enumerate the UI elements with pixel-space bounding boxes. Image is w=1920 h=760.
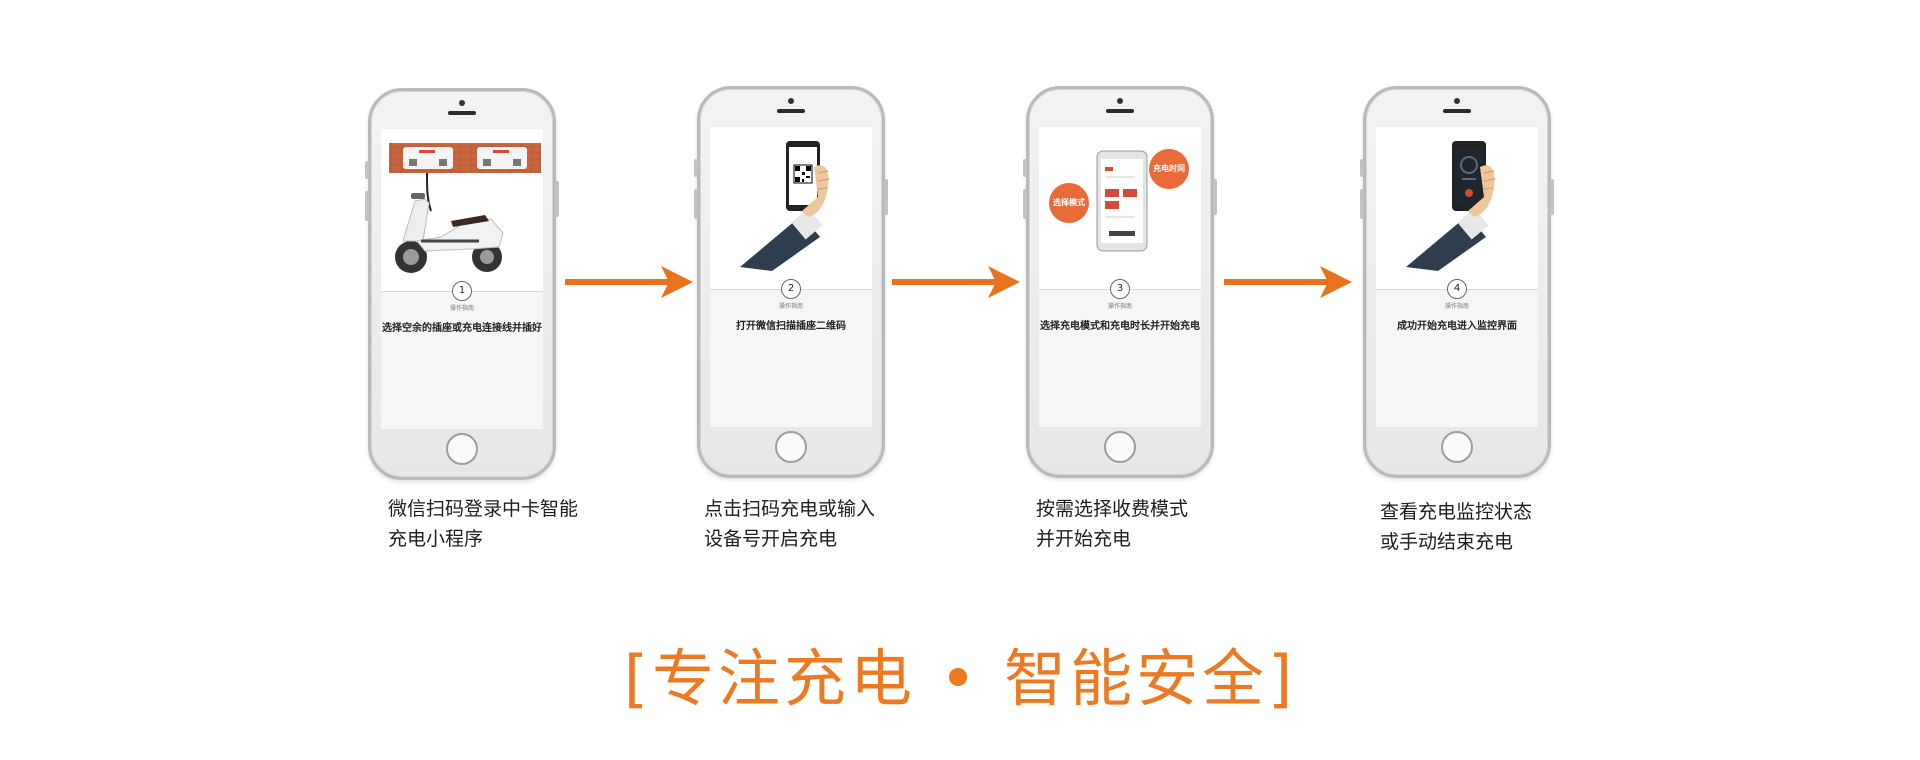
- step-caption-3: 按需选择收费模式 并开始充电: [1036, 494, 1188, 554]
- arrow-right-icon: [1224, 266, 1352, 298]
- charging-mode-illustration: 选择模式 充电时间: [1039, 127, 1201, 289]
- side-button: [1023, 159, 1027, 177]
- step-caption-2: 点击扫码充电或输入 设备号开启充电: [704, 494, 875, 554]
- phone-step-3: 选择模式 充电时间 3 操作指南 选择充电模式和充电时长并开始充电: [1023, 86, 1217, 478]
- speech-bubble-icon: 选择模式: [1049, 183, 1089, 223]
- scooter-illustration: [381, 129, 543, 291]
- phone-screen: 4 操作指南 成功开始充电进入监控界面: [1376, 127, 1538, 427]
- hand-phone-illustration: [1376, 127, 1538, 289]
- step-caption-1: 微信扫码登录中卡智能 充电小程序: [388, 494, 578, 554]
- phone-screen: 2 操作指南 打开微信扫描插座二维码: [710, 127, 872, 427]
- arrow-right-icon: [892, 266, 1020, 298]
- step-sub-label: 操作指南: [449, 305, 474, 312]
- camera-dot: [459, 100, 465, 106]
- step-number-badge: 1: [452, 281, 472, 301]
- caption-line: 按需选择收费模式: [1036, 498, 1189, 520]
- scooter-icon: [395, 193, 504, 273]
- step-screen-title: 选择空余的插座或充电连接线并插好: [382, 323, 542, 334]
- step-number-badge: 2: [781, 279, 801, 299]
- step-screen-title: 成功开始充电进入监控界面: [1397, 321, 1517, 332]
- step-number-badge: 3: [1110, 279, 1130, 299]
- phone-screen: 选择模式 充电时间 3 操作指南 选择充电模式和充电时长并开始充电: [1039, 127, 1201, 427]
- side-button: [694, 159, 698, 177]
- home-button: [446, 433, 478, 465]
- camera-dot: [788, 98, 794, 104]
- speaker-slot: [1106, 109, 1134, 113]
- step-sub-label: 操作指南: [778, 303, 803, 310]
- caption-line: 并开始充电: [1036, 528, 1132, 550]
- step-screen-title: 打开微信扫描插座二维码: [736, 321, 846, 332]
- bubble-mode-label: 选择模式: [1053, 198, 1085, 207]
- camera-dot: [1454, 98, 1460, 104]
- side-button: [365, 191, 369, 221]
- speaker-slot: [1443, 109, 1471, 113]
- speech-bubble-icon: 充电时间: [1149, 149, 1189, 189]
- phone-step-4: 4 操作指南 成功开始充电进入监控界面: [1360, 86, 1554, 478]
- side-button: [555, 181, 559, 217]
- home-button: [1104, 431, 1136, 463]
- step-screen-title: 选择充电模式和充电时长并开始充电: [1040, 321, 1200, 332]
- side-button: [365, 161, 369, 179]
- caption-line: 查看充电监控状态: [1380, 501, 1533, 523]
- bubble-time-label: 充电时间: [1153, 164, 1185, 173]
- step-sub-label: 操作指南: [1107, 303, 1132, 310]
- caption-line: 微信扫码登录中卡智能: [388, 498, 579, 520]
- phone-screen: 1 操作指南 选择空余的插座或充电连接线并插好: [381, 129, 543, 429]
- home-button: [775, 431, 807, 463]
- arrow-right-icon: [565, 266, 693, 298]
- step-sub-label: 操作指南: [1444, 303, 1469, 310]
- side-button: [1023, 189, 1027, 219]
- caption-line: 充电小程序: [388, 528, 484, 550]
- phone-step-1: 1 操作指南 选择空余的插座或充电连接线并插好: [365, 88, 559, 480]
- hand-phone-illustration: [710, 127, 872, 289]
- side-button: [1360, 189, 1364, 219]
- caption-line: 设备号开启充电: [704, 528, 838, 550]
- speaker-slot: [777, 109, 805, 113]
- home-button: [1441, 431, 1473, 463]
- phone-step-2: 2 操作指南 打开微信扫描插座二维码: [694, 86, 888, 478]
- qr-code-icon: [793, 164, 813, 184]
- camera-dot: [1117, 98, 1123, 104]
- side-button: [884, 179, 888, 215]
- slogan-heading: [专注充电 • 智能安全]: [623, 642, 1297, 715]
- charging-station-icon: [389, 143, 541, 173]
- caption-line: 或手动结束充电: [1380, 531, 1514, 553]
- side-button: [1360, 159, 1364, 177]
- step-number-badge: 4: [1447, 279, 1467, 299]
- speaker-slot: [448, 111, 476, 115]
- side-button: [1550, 179, 1554, 215]
- step-caption-4: 查看充电监控状态 或手动结束充电: [1380, 497, 1532, 557]
- side-button: [1213, 179, 1217, 215]
- side-button: [694, 189, 698, 219]
- caption-line: 点击扫码充电或输入: [704, 498, 876, 520]
